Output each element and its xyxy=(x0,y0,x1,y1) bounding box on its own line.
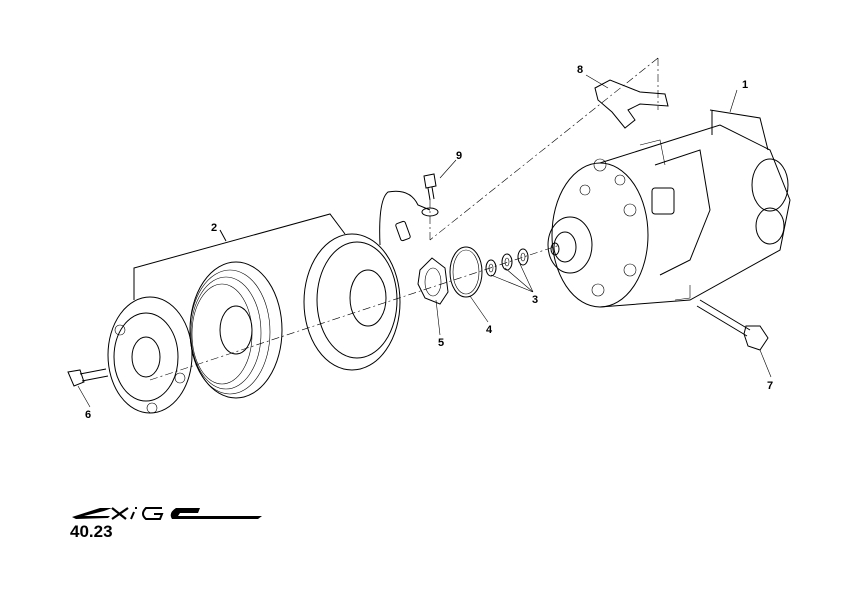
leader-lines xyxy=(77,74,772,408)
shim-part-5 xyxy=(417,257,449,305)
bolt-part-9 xyxy=(423,173,437,201)
callout-5: 5 xyxy=(438,337,444,349)
callout-6: 6 xyxy=(85,409,91,421)
compressor-part-1 xyxy=(547,109,791,308)
page-number: 40.23 xyxy=(70,522,113,541)
clutch-hub xyxy=(107,296,193,414)
callout-7: 7 xyxy=(767,380,773,392)
bracket-part-8 xyxy=(594,79,669,129)
callout-bracket-2 xyxy=(133,213,346,300)
callout-9: 9 xyxy=(456,150,462,162)
field-coil xyxy=(303,190,439,371)
circlip-part-4 xyxy=(449,246,483,298)
pulley xyxy=(189,261,283,399)
bolt-part-6 xyxy=(67,368,109,387)
assembly-centerlines xyxy=(149,57,659,381)
callout-3: 3 xyxy=(532,294,538,306)
callout-1: 1 xyxy=(742,79,748,91)
exige-logo xyxy=(72,507,262,520)
bolt-part-7 xyxy=(696,299,769,351)
callout-4: 4 xyxy=(486,324,493,336)
callout-2: 2 xyxy=(211,222,217,234)
callout-8: 8 xyxy=(577,64,583,76)
